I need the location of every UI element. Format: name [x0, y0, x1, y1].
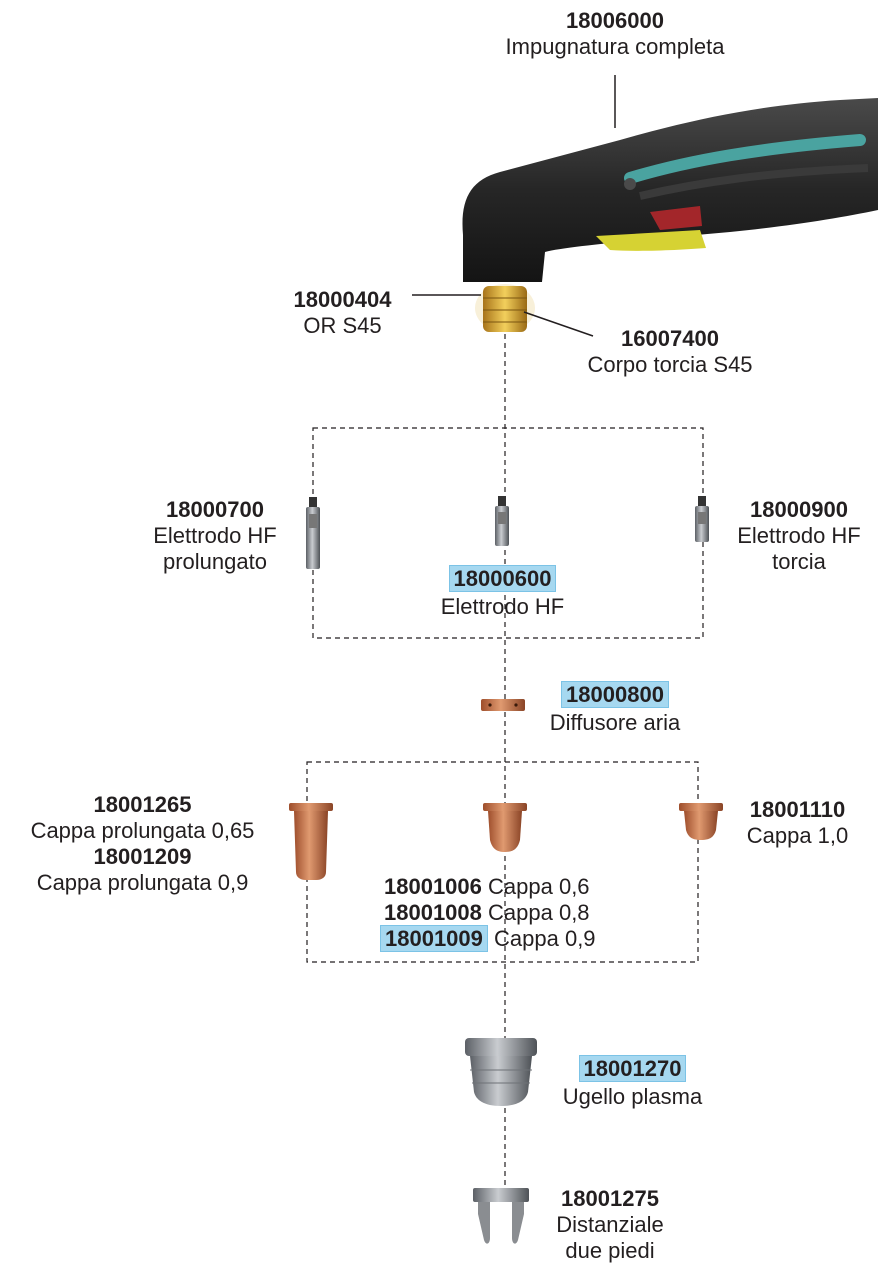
part-code: 18001265: [5, 792, 280, 818]
part-name: Cappa 0,6: [488, 874, 590, 899]
part-code-highlighted: 18001270: [579, 1055, 687, 1082]
part-name: Elettrodo HF: [405, 594, 600, 620]
part-code-highlighted: 18000800: [561, 681, 669, 708]
air-diffuser: [481, 699, 525, 711]
part-name: Ugello plasma: [545, 1084, 720, 1110]
label-nozzle: 18001270 Ugello plasma: [545, 1056, 720, 1110]
label-electrode: 18000600 Elettrodo HF: [405, 566, 600, 620]
part-name: Cappa 0,9: [494, 926, 596, 951]
part-name: Impugnatura completa: [470, 34, 760, 60]
part-name: Diffusore aria: [530, 710, 700, 736]
part-name-line2: prolungato: [130, 549, 300, 575]
part-code-highlighted: 18001009: [380, 925, 488, 952]
label-cap-list: 18001006 Cappa 0,6 18001008 Cappa 0,8 18…: [384, 874, 596, 952]
label-cap-extended: 18001265 Cappa prolungata 0,65 18001209 …: [5, 792, 280, 896]
part-code: 18001008: [384, 900, 482, 925]
cap-row: 18001008 Cappa 0,8: [384, 900, 596, 926]
part-name-line1: Distanziale: [545, 1212, 675, 1238]
electrode: [495, 496, 509, 546]
label-handle: 18006000 Impugnatura completa: [470, 8, 760, 60]
spacer-two-feet: [473, 1188, 529, 1244]
label-diffuser: 18000800 Diffusore aria: [530, 682, 700, 736]
part-name-line2: due piedi: [545, 1238, 675, 1264]
cap-extended: [289, 803, 333, 880]
label-electrode-extended: 18000700 Elettrodo HF prolungato: [130, 497, 300, 575]
cap-row: 18001006 Cappa 0,6: [384, 874, 596, 900]
part-name: Cappa prolungata 0,9: [5, 870, 280, 896]
cap-1-0: [679, 803, 723, 840]
cap-standard: [483, 803, 527, 852]
plasma-nozzle: [465, 1038, 537, 1106]
label-spacer: 18001275 Distanziale due piedi: [545, 1186, 675, 1264]
part-name-line1: Elettrodo HF: [720, 523, 878, 549]
part-name-line2: torcia: [720, 549, 878, 575]
part-name: Cappa 0,8: [488, 900, 590, 925]
part-code: 18001110: [730, 797, 865, 823]
part-code: 18001006: [384, 874, 482, 899]
part-name: Cappa 1,0: [730, 823, 865, 849]
part-code: 18006000: [470, 8, 760, 34]
label-torch-body: 16007400 Corpo torcia S45: [555, 326, 785, 378]
part-code: 18001209: [5, 844, 280, 870]
part-name: OR S45: [270, 313, 415, 339]
part-code: 16007400: [555, 326, 785, 352]
torch-handle: [462, 75, 878, 282]
cap-row: 18001009 Cappa 0,9: [384, 926, 596, 952]
part-code: 18001275: [545, 1186, 675, 1212]
part-name: Cappa prolungata 0,65: [5, 818, 280, 844]
label-oring: 18000404 OR S45: [270, 287, 415, 339]
part-name: Corpo torcia S45: [555, 352, 785, 378]
part-code: 18000404: [270, 287, 415, 313]
electrode-torch: [695, 496, 709, 542]
part-code: 18000900: [720, 497, 878, 523]
part-code: 18000700: [130, 497, 300, 523]
part-name-line1: Elettrodo HF: [130, 523, 300, 549]
label-cap-1-0: 18001110 Cappa 1,0: [730, 797, 865, 849]
part-code-highlighted: 18000600: [449, 565, 557, 592]
electrode-extended: [306, 497, 320, 569]
label-electrode-torch: 18000900 Elettrodo HF torcia: [720, 497, 878, 575]
